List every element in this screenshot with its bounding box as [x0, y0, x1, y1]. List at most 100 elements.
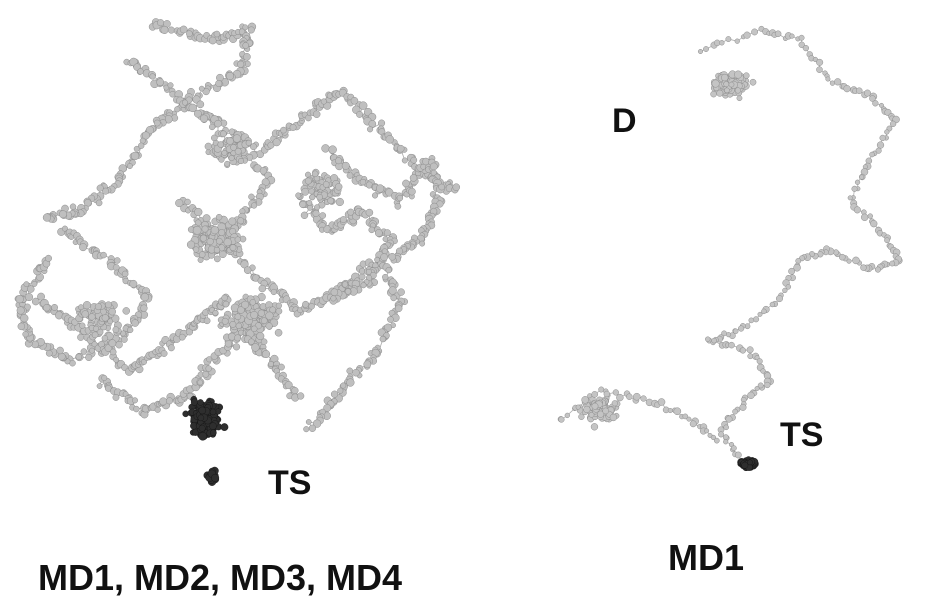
- left-node: [346, 172, 354, 179]
- right-node: [825, 76, 831, 82]
- right-node: [884, 129, 890, 135]
- left-node: [260, 317, 268, 325]
- right-node: [847, 195, 853, 201]
- left-node: [394, 304, 403, 313]
- left-node: [291, 386, 299, 395]
- left-node: [202, 214, 211, 223]
- right-node: [713, 437, 720, 444]
- right-node: [626, 393, 633, 400]
- left-node: [385, 266, 392, 274]
- left-ts-node: [198, 424, 206, 432]
- right-node: [746, 346, 754, 354]
- right-node: [872, 100, 879, 107]
- left-ts-node: [211, 473, 220, 482]
- right-node: [728, 81, 735, 88]
- left-node: [396, 144, 405, 153]
- left-node: [250, 311, 259, 319]
- left-node: [260, 338, 268, 345]
- right-node: [756, 358, 763, 365]
- left-node: [228, 128, 236, 135]
- left-node: [94, 303, 102, 311]
- left-node: [383, 229, 391, 237]
- left-ts-cluster: [182, 395, 229, 486]
- left-node: [237, 158, 245, 165]
- panel-right-network: [557, 25, 903, 472]
- left-node: [108, 339, 117, 348]
- left-node: [307, 204, 313, 211]
- left-node: [111, 314, 120, 323]
- left-node: [220, 130, 227, 138]
- left-node: [408, 187, 416, 196]
- left-node: [320, 98, 327, 105]
- right-node: [602, 407, 609, 415]
- left-node: [127, 326, 134, 334]
- left-node: [89, 347, 95, 354]
- right-node: [697, 48, 704, 55]
- left-node: [212, 309, 219, 316]
- right-node: [575, 404, 581, 410]
- right-node: [854, 179, 861, 185]
- right-node: [682, 413, 689, 420]
- left-node: [192, 246, 200, 253]
- left-node: [133, 145, 140, 152]
- right-node: [578, 413, 585, 420]
- left-node: [181, 99, 188, 106]
- left-node: [378, 119, 386, 127]
- left-ts-node: [209, 408, 217, 416]
- left-node: [213, 30, 221, 38]
- left-node: [206, 237, 214, 246]
- left-node: [101, 335, 109, 342]
- left-node: [101, 314, 109, 322]
- left-ts-node: [198, 406, 207, 415]
- right-node: [748, 317, 755, 324]
- right-d-label: D: [612, 102, 637, 140]
- left-node: [380, 253, 388, 262]
- left-node: [226, 137, 234, 145]
- left-node: [365, 268, 372, 275]
- left-node: [107, 318, 114, 325]
- right-node: [667, 407, 673, 414]
- left-node: [257, 309, 265, 317]
- right-node: [860, 213, 869, 222]
- right-node: [788, 267, 796, 275]
- left-node: [223, 238, 232, 247]
- left-node: [259, 167, 268, 175]
- left-node: [167, 344, 175, 352]
- left-node: [330, 390, 339, 398]
- right-caption: MD1: [668, 537, 745, 578]
- right-node: [686, 416, 692, 422]
- right-node: [757, 382, 764, 389]
- left-node: [305, 419, 312, 425]
- right-node: [774, 30, 782, 38]
- right-node: [802, 44, 809, 52]
- left-node: [218, 156, 225, 163]
- left-node: [80, 348, 88, 355]
- left-node: [16, 306, 25, 315]
- left-node: [312, 110, 321, 118]
- right-node: [867, 213, 873, 219]
- right-node: [734, 70, 743, 79]
- left-node: [95, 199, 103, 207]
- left-node: [224, 160, 231, 167]
- right-ts-node: [741, 461, 749, 469]
- right-node: [734, 451, 742, 459]
- right-node: [816, 66, 823, 73]
- left-node: [368, 226, 375, 234]
- right-node: [884, 237, 890, 244]
- left-node: [401, 157, 408, 164]
- left-node: [242, 42, 250, 49]
- left-ts-node: [197, 399, 204, 406]
- left-node: [234, 334, 242, 342]
- left-node: [358, 273, 366, 281]
- left-node: [130, 151, 140, 161]
- left-node: [149, 73, 156, 80]
- right-node: [798, 34, 805, 41]
- left-node: [133, 405, 140, 413]
- left-node: [309, 194, 316, 201]
- right-node: [764, 381, 771, 389]
- right-node: [852, 256, 860, 265]
- right-node: [611, 400, 618, 407]
- right-node: [879, 102, 884, 108]
- left-node: [42, 213, 52, 222]
- left-node: [112, 326, 120, 333]
